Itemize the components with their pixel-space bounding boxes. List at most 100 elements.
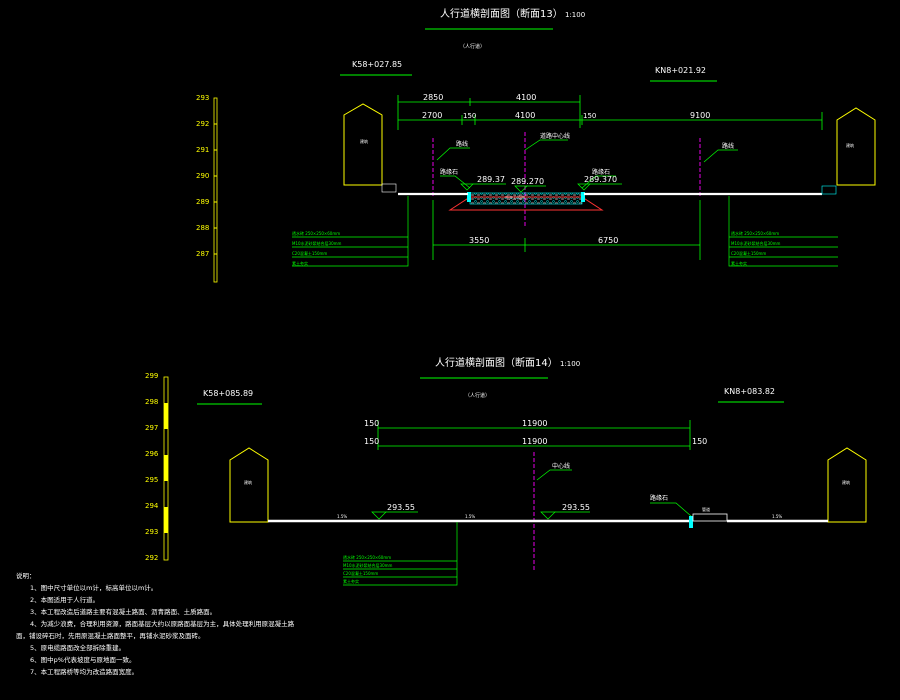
- elevation-text: 289.270: [511, 177, 544, 186]
- scale-label: 288: [196, 224, 209, 232]
- leader-center: [536, 469, 572, 481]
- ground-hatch-right: [821, 185, 837, 195]
- dim-text: 2700: [422, 111, 442, 120]
- median-gravel: [469, 192, 583, 205]
- curb-left: [467, 192, 471, 202]
- legend-item: 素土夯实: [343, 578, 359, 584]
- dim-text: 4100: [515, 111, 535, 120]
- notes-heading: 说明：: [16, 572, 36, 580]
- label-curb-right: 路缘石: [592, 168, 610, 176]
- building-label: 建筑: [842, 479, 850, 485]
- section13-title: 人行道横剖面图（断面13）: [440, 7, 563, 20]
- legend-item: 素土夯实: [292, 260, 308, 266]
- dim-text: 6750: [598, 236, 618, 245]
- legend-right: 透水砖 250×250×60mm M10水泥砂浆结合层30mm C20混凝土15…: [728, 196, 838, 267]
- note-item: 4、为减少浪费，合理利用资源，路面基层大约以原路面基层为主，具体处理利用原混凝土…: [30, 620, 295, 628]
- elevation-marker: [577, 183, 591, 191]
- slope-label: 1.5%: [337, 514, 347, 519]
- pipe-box: [692, 513, 728, 522]
- legend-item: 透水砖 250×250×60mm: [731, 230, 779, 236]
- section14-station-right: KN8+083.82: [724, 387, 775, 396]
- scale-segment: [164, 455, 168, 481]
- legend-item: 透水砖 250×250×60mm: [292, 230, 340, 236]
- dim-text: 11900: [522, 437, 547, 446]
- building-left: [343, 103, 383, 186]
- dim-text: 150: [692, 437, 707, 446]
- section13-station-left: K58+027.85: [352, 60, 402, 69]
- note-item: 1、图中尺寸单位以m计，标高单位以m计。: [30, 584, 158, 592]
- curb-right: [581, 192, 585, 202]
- notes-block: 说明： 1、图中尺寸单位以m计，标高单位以m计。 2、本图适用于人行道。 3、本…: [16, 570, 356, 678]
- section14-title: 人行道横剖面图（断面14）: [435, 356, 558, 369]
- dim-text: 150: [583, 112, 596, 120]
- leader-curb: [650, 502, 692, 517]
- legend: 透水砖 250×250×60mm M10水泥砂浆结合层30mm C20混凝土15…: [343, 522, 458, 586]
- scale-segment: [164, 507, 168, 533]
- elevation-text: 289.37: [477, 175, 505, 184]
- scale-label: 293: [196, 94, 209, 102]
- label-pipe: 管道: [702, 506, 710, 512]
- building-right: [827, 447, 867, 523]
- dim-text: 3550: [469, 236, 489, 245]
- dim-text: 11900: [522, 419, 547, 428]
- scale-label: 298: [145, 398, 158, 406]
- section14-dimensions: [377, 420, 691, 450]
- dim-text: 2850: [423, 93, 443, 102]
- label-road-center: 道路中心线: [540, 132, 570, 140]
- scale-label: 295: [145, 476, 158, 484]
- label-curb: 路缘石: [650, 494, 668, 502]
- building-right: [836, 107, 876, 186]
- elevation-text: 293.55: [387, 503, 415, 512]
- elevation-text: 293.55: [562, 503, 590, 512]
- section13-station-right: KN8+021.92: [655, 66, 706, 75]
- building-label: 建筑: [244, 479, 252, 485]
- building-left: [229, 447, 269, 523]
- scale-label: 290: [196, 172, 209, 180]
- dim-text: 9100: [690, 111, 710, 120]
- slope-label: 1.5%: [772, 514, 782, 519]
- scale-label: 291: [196, 146, 209, 154]
- building-label: 建筑: [846, 142, 854, 148]
- section13-subtitle: （人行道）: [460, 43, 485, 50]
- note-item: 5、原电缆路面改全部拆除重建。: [30, 644, 126, 652]
- elevation-marker: [540, 511, 556, 520]
- note-item: 2、本图适用于人行道。: [30, 596, 100, 604]
- label-road-line-left: 路线: [456, 140, 468, 148]
- scale-label: 297: [145, 424, 158, 432]
- legend-item: M10水泥砂浆结合层30mm: [343, 562, 393, 568]
- label-center-line: 中心线: [552, 462, 570, 470]
- elevation-text: 289.370: [584, 175, 617, 184]
- legend-item: M10水泥砂浆结合层30mm: [731, 240, 781, 246]
- curb: [689, 516, 693, 528]
- legend-item: 透水砖 250×250×60mm: [343, 554, 391, 560]
- elevation-marker: [460, 183, 474, 191]
- scale-label: 292: [196, 120, 209, 128]
- scale-label: 299: [145, 372, 158, 380]
- note-item: 6、图中p%代表坡度与原地面一致。: [30, 656, 136, 664]
- ground-hatch-left: [381, 183, 397, 193]
- scale-label: 289: [196, 198, 209, 206]
- scale-segment: [164, 403, 168, 429]
- section13-scale-bar: 293 292 291 290 289 288 287: [196, 94, 218, 283]
- elevation-marker: [514, 185, 528, 193]
- scale-label: 294: [145, 502, 159, 510]
- section13-leaders: [436, 139, 738, 189]
- scale-label: 296: [145, 450, 159, 458]
- section-14: 人行道横剖面图（断面14） 1:100 （人行道） K58+085.89 KN8…: [145, 356, 867, 586]
- elevation-marker: [371, 511, 387, 520]
- dim-text: 150: [364, 419, 379, 428]
- legend-item: C20混凝土150mm: [343, 570, 378, 576]
- dim-text: 150: [364, 437, 379, 446]
- section13-dimensions: [397, 95, 823, 260]
- section13-scale: 1:100: [565, 11, 585, 19]
- section-13: 人行道横剖面图（断面13） 1:100 （人行道） K58+027.85 KN8…: [196, 7, 876, 283]
- scale-bar: [213, 97, 218, 283]
- legend-item: 素土夯实: [731, 260, 747, 266]
- note-item: 7、本工程路桥等均为改造路面宽度。: [30, 668, 139, 676]
- label-road-line-right: 路线: [722, 142, 734, 150]
- note-item: 面，铺设碎石时，先用原混凝土路面整平，再铺水泥砂浆及面砖。: [16, 632, 205, 640]
- legend-item: M10水泥砂浆结合层30mm: [292, 240, 342, 246]
- dim-text: 4100: [516, 93, 536, 102]
- dim-text: 150: [463, 112, 476, 120]
- scale-label: 293: [145, 528, 158, 536]
